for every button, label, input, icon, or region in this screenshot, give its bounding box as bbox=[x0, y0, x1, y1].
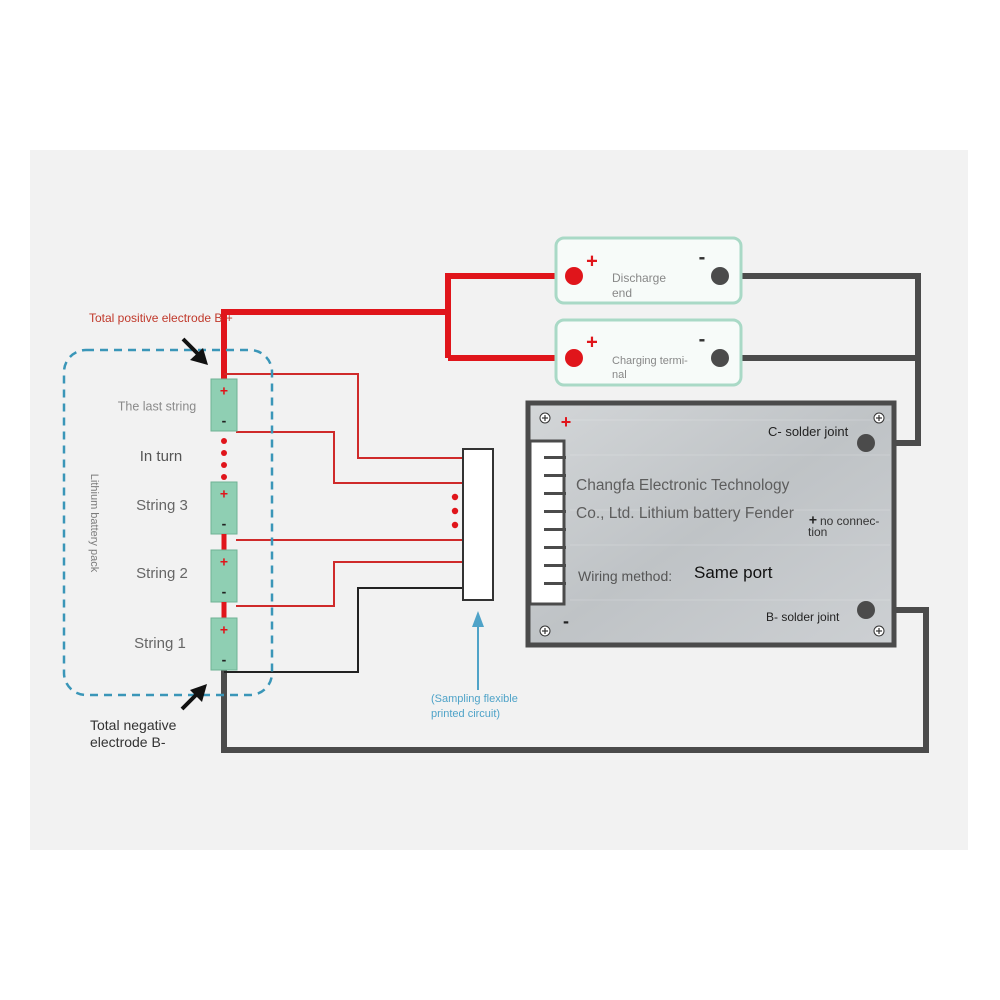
board-plus-sign: + bbox=[561, 412, 572, 432]
battery-pack-outline bbox=[62, 348, 274, 697]
discharge-minus-sign: - bbox=[699, 246, 706, 268]
svg-text:-: - bbox=[222, 516, 227, 532]
discharge-terminal-box bbox=[554, 236, 743, 305]
fpc-dots bbox=[451, 493, 459, 529]
label-string-3: String 3 bbox=[136, 497, 188, 514]
board-sampling-connector bbox=[528, 439, 566, 606]
svg-text:+: + bbox=[220, 486, 228, 502]
sampling-wire-4 bbox=[236, 561, 464, 607]
label-in-turn: In turn bbox=[140, 448, 183, 465]
svg-text:+: + bbox=[220, 622, 228, 638]
cell-string-1: + - bbox=[210, 617, 238, 671]
sampling-wire-2 bbox=[236, 431, 464, 484]
sampling-label-1: (Sampling flexible bbox=[431, 693, 518, 705]
board-no-connection-1: no connec- bbox=[820, 514, 879, 528]
sampling-label-2: printed circuit) bbox=[431, 708, 500, 720]
charging-positive-post bbox=[565, 349, 583, 367]
charging-minus-sign: - bbox=[699, 328, 706, 350]
negative-arrow-icon bbox=[180, 684, 207, 711]
charging-terminal-box bbox=[554, 318, 743, 387]
charging-label-2: nal bbox=[612, 369, 627, 381]
wiring-method-label: Wiring method: bbox=[578, 568, 672, 584]
cell-string-2: + - bbox=[210, 549, 238, 603]
discharge-label-2: end bbox=[612, 286, 632, 300]
c-solder-joint-label: C- solder joint bbox=[768, 424, 849, 439]
board-no-connection-mark: + bbox=[809, 512, 817, 528]
discharge-positive-post bbox=[565, 267, 583, 285]
protection-board bbox=[525, 400, 897, 648]
board-minus-sign: - bbox=[563, 611, 569, 631]
cell-last-string: + - bbox=[210, 378, 238, 432]
positive-arrow-icon bbox=[181, 337, 208, 365]
wiring-method-value: Same port bbox=[694, 563, 773, 582]
sampling-wire-last bbox=[224, 373, 464, 459]
total-positive-label: Total positive electrode B + bbox=[89, 311, 233, 325]
svg-text:+: + bbox=[220, 554, 228, 570]
positive-main-wire bbox=[221, 309, 448, 384]
total-negative-label-1: Total negative bbox=[90, 717, 177, 733]
sampling-wire-5 bbox=[224, 587, 464, 673]
board-title-1: Changfa Electronic Technology bbox=[576, 477, 790, 494]
b-minus-wire bbox=[221, 607, 929, 753]
total-negative-label-2: electrode B- bbox=[90, 734, 166, 750]
charging-plus-sign: + bbox=[586, 331, 598, 353]
label-string-1: String 1 bbox=[134, 635, 186, 652]
board-no-connection-2: tion bbox=[808, 525, 827, 539]
charging-negative-post bbox=[711, 349, 729, 367]
discharge-negative-post bbox=[711, 267, 729, 285]
charging-label-1: Charging termi- bbox=[612, 355, 688, 367]
in-turn-dots bbox=[221, 438, 227, 480]
board-screw-cross bbox=[542, 415, 882, 634]
sampling-fpc-connector bbox=[462, 448, 494, 601]
discharge-plus-sign: + bbox=[586, 250, 598, 272]
svg-text:-: - bbox=[222, 413, 227, 429]
svg-text:-: - bbox=[222, 652, 227, 668]
discharge-label-1: Discharge bbox=[612, 271, 666, 285]
board-brushed-texture bbox=[570, 419, 890, 601]
c-solder-joint bbox=[857, 434, 875, 452]
svg-text:+: + bbox=[220, 383, 228, 399]
b-solder-joint-label: B- solder joint bbox=[766, 610, 840, 624]
label-last-string: The last string bbox=[118, 399, 197, 413]
battery-pack-label: Lithium battery pack bbox=[88, 474, 100, 573]
b-solder-joint bbox=[857, 601, 875, 619]
svg-text:-: - bbox=[222, 584, 227, 600]
positive-discharge-wire bbox=[445, 273, 574, 358]
cell-string-3: + - bbox=[210, 481, 238, 535]
label-string-2: String 2 bbox=[136, 565, 188, 582]
board-title-2: Co., Ltd. Lithium battery Fender bbox=[576, 505, 794, 522]
fpc-arrow-icon bbox=[472, 611, 484, 690]
